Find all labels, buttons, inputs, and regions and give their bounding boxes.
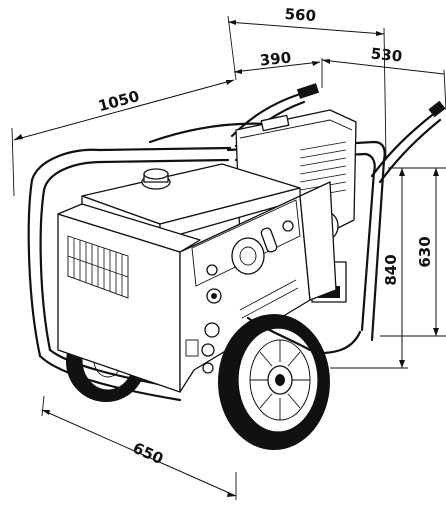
dim-label-base-width: 650 — [130, 439, 166, 468]
dim-label-total-height: 840 — [382, 254, 400, 285]
dim-label-top-width: 560 — [284, 5, 316, 25]
vent-grille — [67, 235, 129, 299]
dim-label-handle-depth: 530 — [370, 44, 403, 65]
dim-label-handle-offset: 390 — [259, 48, 292, 69]
front-wheel — [218, 314, 330, 450]
dim-label-frame-height: 630 — [416, 236, 434, 267]
generator-housing — [57, 163, 337, 393]
